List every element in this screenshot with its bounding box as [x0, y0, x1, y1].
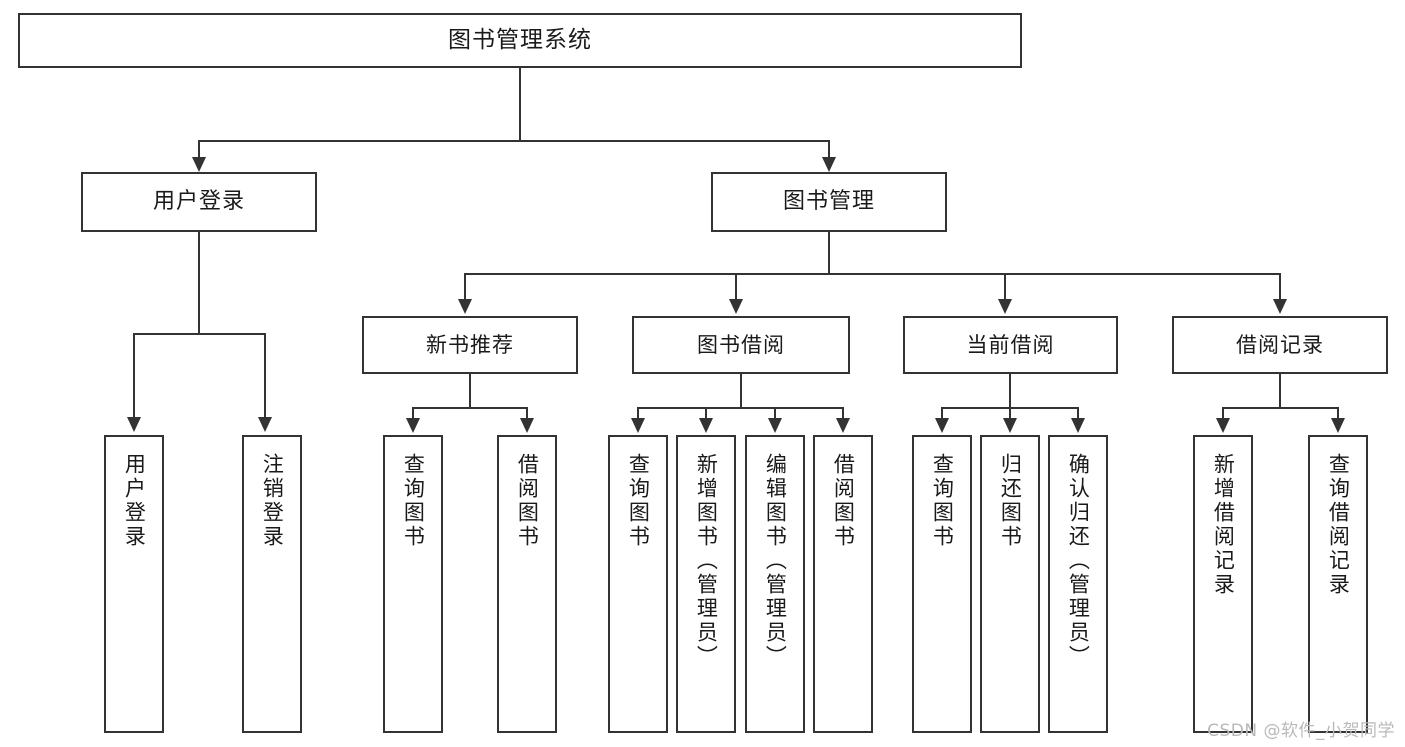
node-leaf-cb-confirm-return-admin[interactable]: 确认归还（管理员） [1048, 435, 1108, 733]
connector-stem-new-book [469, 374, 471, 408]
connector-root-bus [198, 140, 830, 142]
arrowhead-bb-leaf-1 [699, 418, 713, 433]
node-label: 新增借阅记录 [1211, 453, 1236, 597]
connector-bus-book-manage [464, 273, 1281, 275]
connector-root-stem [519, 68, 521, 140]
node-label: 借阅记录 [1236, 332, 1324, 357]
node-leaf-cb-return-book[interactable]: 归还图书 [980, 435, 1040, 733]
connector-drop-l3-2 [1004, 273, 1006, 300]
connector-drop-cb-leaf-2 [1077, 407, 1079, 419]
arrowhead-cb-leaf-0 [935, 418, 949, 433]
node-root-system[interactable]: 图书管理系统 [18, 13, 1022, 68]
connector-drop-book-manage [828, 140, 830, 158]
connector-bus-borrow-record [1222, 407, 1338, 409]
connector-bus-book-borrow [637, 407, 843, 409]
connector-drop-br-leaf-0 [1222, 407, 1224, 419]
arrowhead-ul-leaf-0 [127, 417, 141, 432]
connector-drop-l3-1 [735, 273, 737, 300]
node-label: 查询图书 [626, 453, 651, 549]
connector-drop-ul-leaf-0 [133, 333, 135, 418]
connector-drop-nb-leaf-1 [526, 407, 528, 419]
node-leaf-bb-add-book-admin[interactable]: 新增图书（管理员） [676, 435, 736, 733]
node-label: 图书管理系统 [448, 27, 592, 54]
arrowhead-user-login [192, 157, 206, 172]
node-label: 查询图书 [401, 453, 426, 549]
node-label: 当前借阅 [966, 332, 1055, 357]
connector-drop-l3-0 [464, 273, 466, 300]
node-label: 确认归还（管理员） [1066, 453, 1091, 669]
node-label: 编辑图书（管理员） [763, 453, 788, 669]
node-leaf-bb-query-book[interactable]: 查询图书 [608, 435, 668, 733]
arrowhead-ul-leaf-1 [258, 417, 272, 432]
arrowhead-br-leaf-0 [1216, 418, 1230, 433]
arrowhead-bb-leaf-2 [768, 418, 782, 433]
node-label: 新书推荐 [426, 332, 514, 357]
node-label: 注销登录 [260, 453, 285, 549]
arrowhead-cb-leaf-2 [1071, 418, 1085, 433]
node-leaf-nb-query-book[interactable]: 查询图书 [383, 435, 443, 733]
connector-stem-borrow-record [1279, 374, 1281, 408]
connector-drop-bb-leaf-2 [774, 407, 776, 419]
connector-stem-book-borrow [740, 374, 742, 408]
connector-drop-bb-leaf-3 [842, 407, 844, 419]
connector-drop-br-leaf-1 [1337, 407, 1339, 419]
connector-drop-bb-leaf-1 [705, 407, 707, 419]
watermark-credit: CSDN @软件_小贺同学 [1207, 721, 1395, 741]
connector-drop-user-login [198, 140, 200, 158]
node-label: 查询图书 [930, 453, 955, 549]
node-label: 图书管理 [782, 189, 875, 215]
arrowhead-bb-leaf-3 [836, 418, 850, 433]
node-label: 新增图书（管理员） [694, 453, 719, 669]
arrowhead-br-leaf-1 [1331, 418, 1345, 433]
arrowhead-book-manage [822, 157, 836, 172]
arrowhead-nb-leaf-0 [406, 418, 420, 433]
node-current-borrow[interactable]: 当前借阅 [903, 316, 1118, 374]
arrowhead-l3-3 [1273, 299, 1287, 314]
node-leaf-user-login[interactable]: 用户登录 [104, 435, 164, 733]
node-label: 借阅图书 [515, 453, 540, 549]
node-label: 归还图书 [998, 453, 1023, 549]
node-new-book-recommend[interactable]: 新书推荐 [362, 316, 578, 374]
arrowhead-l3-0 [458, 299, 472, 314]
node-borrow-record[interactable]: 借阅记录 [1172, 316, 1388, 374]
node-leaf-br-query-record[interactable]: 查询借阅记录 [1308, 435, 1368, 733]
connector-stem-book-manage [828, 232, 830, 274]
connector-drop-nb-leaf-0 [412, 407, 414, 419]
node-user-login[interactable]: 用户登录 [81, 172, 317, 232]
connector-bus-user-login [133, 333, 265, 335]
arrowhead-l3-1 [729, 299, 743, 314]
node-label: 查询借阅记录 [1326, 453, 1351, 597]
node-label: 借阅图书 [831, 453, 856, 549]
connector-stem-user-login [198, 232, 200, 334]
connector-drop-cb-leaf-1 [1009, 407, 1011, 419]
node-leaf-logout[interactable]: 注销登录 [242, 435, 302, 733]
arrowhead-cb-leaf-1 [1003, 418, 1017, 433]
connector-bus-new-book [412, 407, 527, 409]
node-leaf-bb-edit-book-admin[interactable]: 编辑图书（管理员） [745, 435, 805, 733]
node-label: 用户登录 [122, 453, 147, 549]
node-leaf-br-add-record[interactable]: 新增借阅记录 [1193, 435, 1253, 733]
arrowhead-nb-leaf-1 [520, 418, 534, 433]
node-book-management[interactable]: 图书管理 [711, 172, 947, 232]
node-leaf-cb-query-book[interactable]: 查询图书 [912, 435, 972, 733]
connector-stem-current-borrow [1009, 374, 1011, 408]
connector-drop-l3-3 [1279, 273, 1281, 300]
connector-drop-ul-leaf-1 [264, 333, 266, 418]
connector-drop-cb-leaf-0 [941, 407, 943, 419]
node-label: 用户登录 [152, 189, 245, 215]
node-leaf-nb-borrow-book[interactable]: 借阅图书 [497, 435, 557, 733]
arrowhead-l3-2 [998, 299, 1012, 314]
node-label: 图书借阅 [697, 332, 785, 357]
arrowhead-bb-leaf-0 [631, 418, 645, 433]
connector-drop-bb-leaf-0 [637, 407, 639, 419]
node-book-borrow[interactable]: 图书借阅 [632, 316, 850, 374]
node-leaf-bb-borrow-book[interactable]: 借阅图书 [813, 435, 873, 733]
